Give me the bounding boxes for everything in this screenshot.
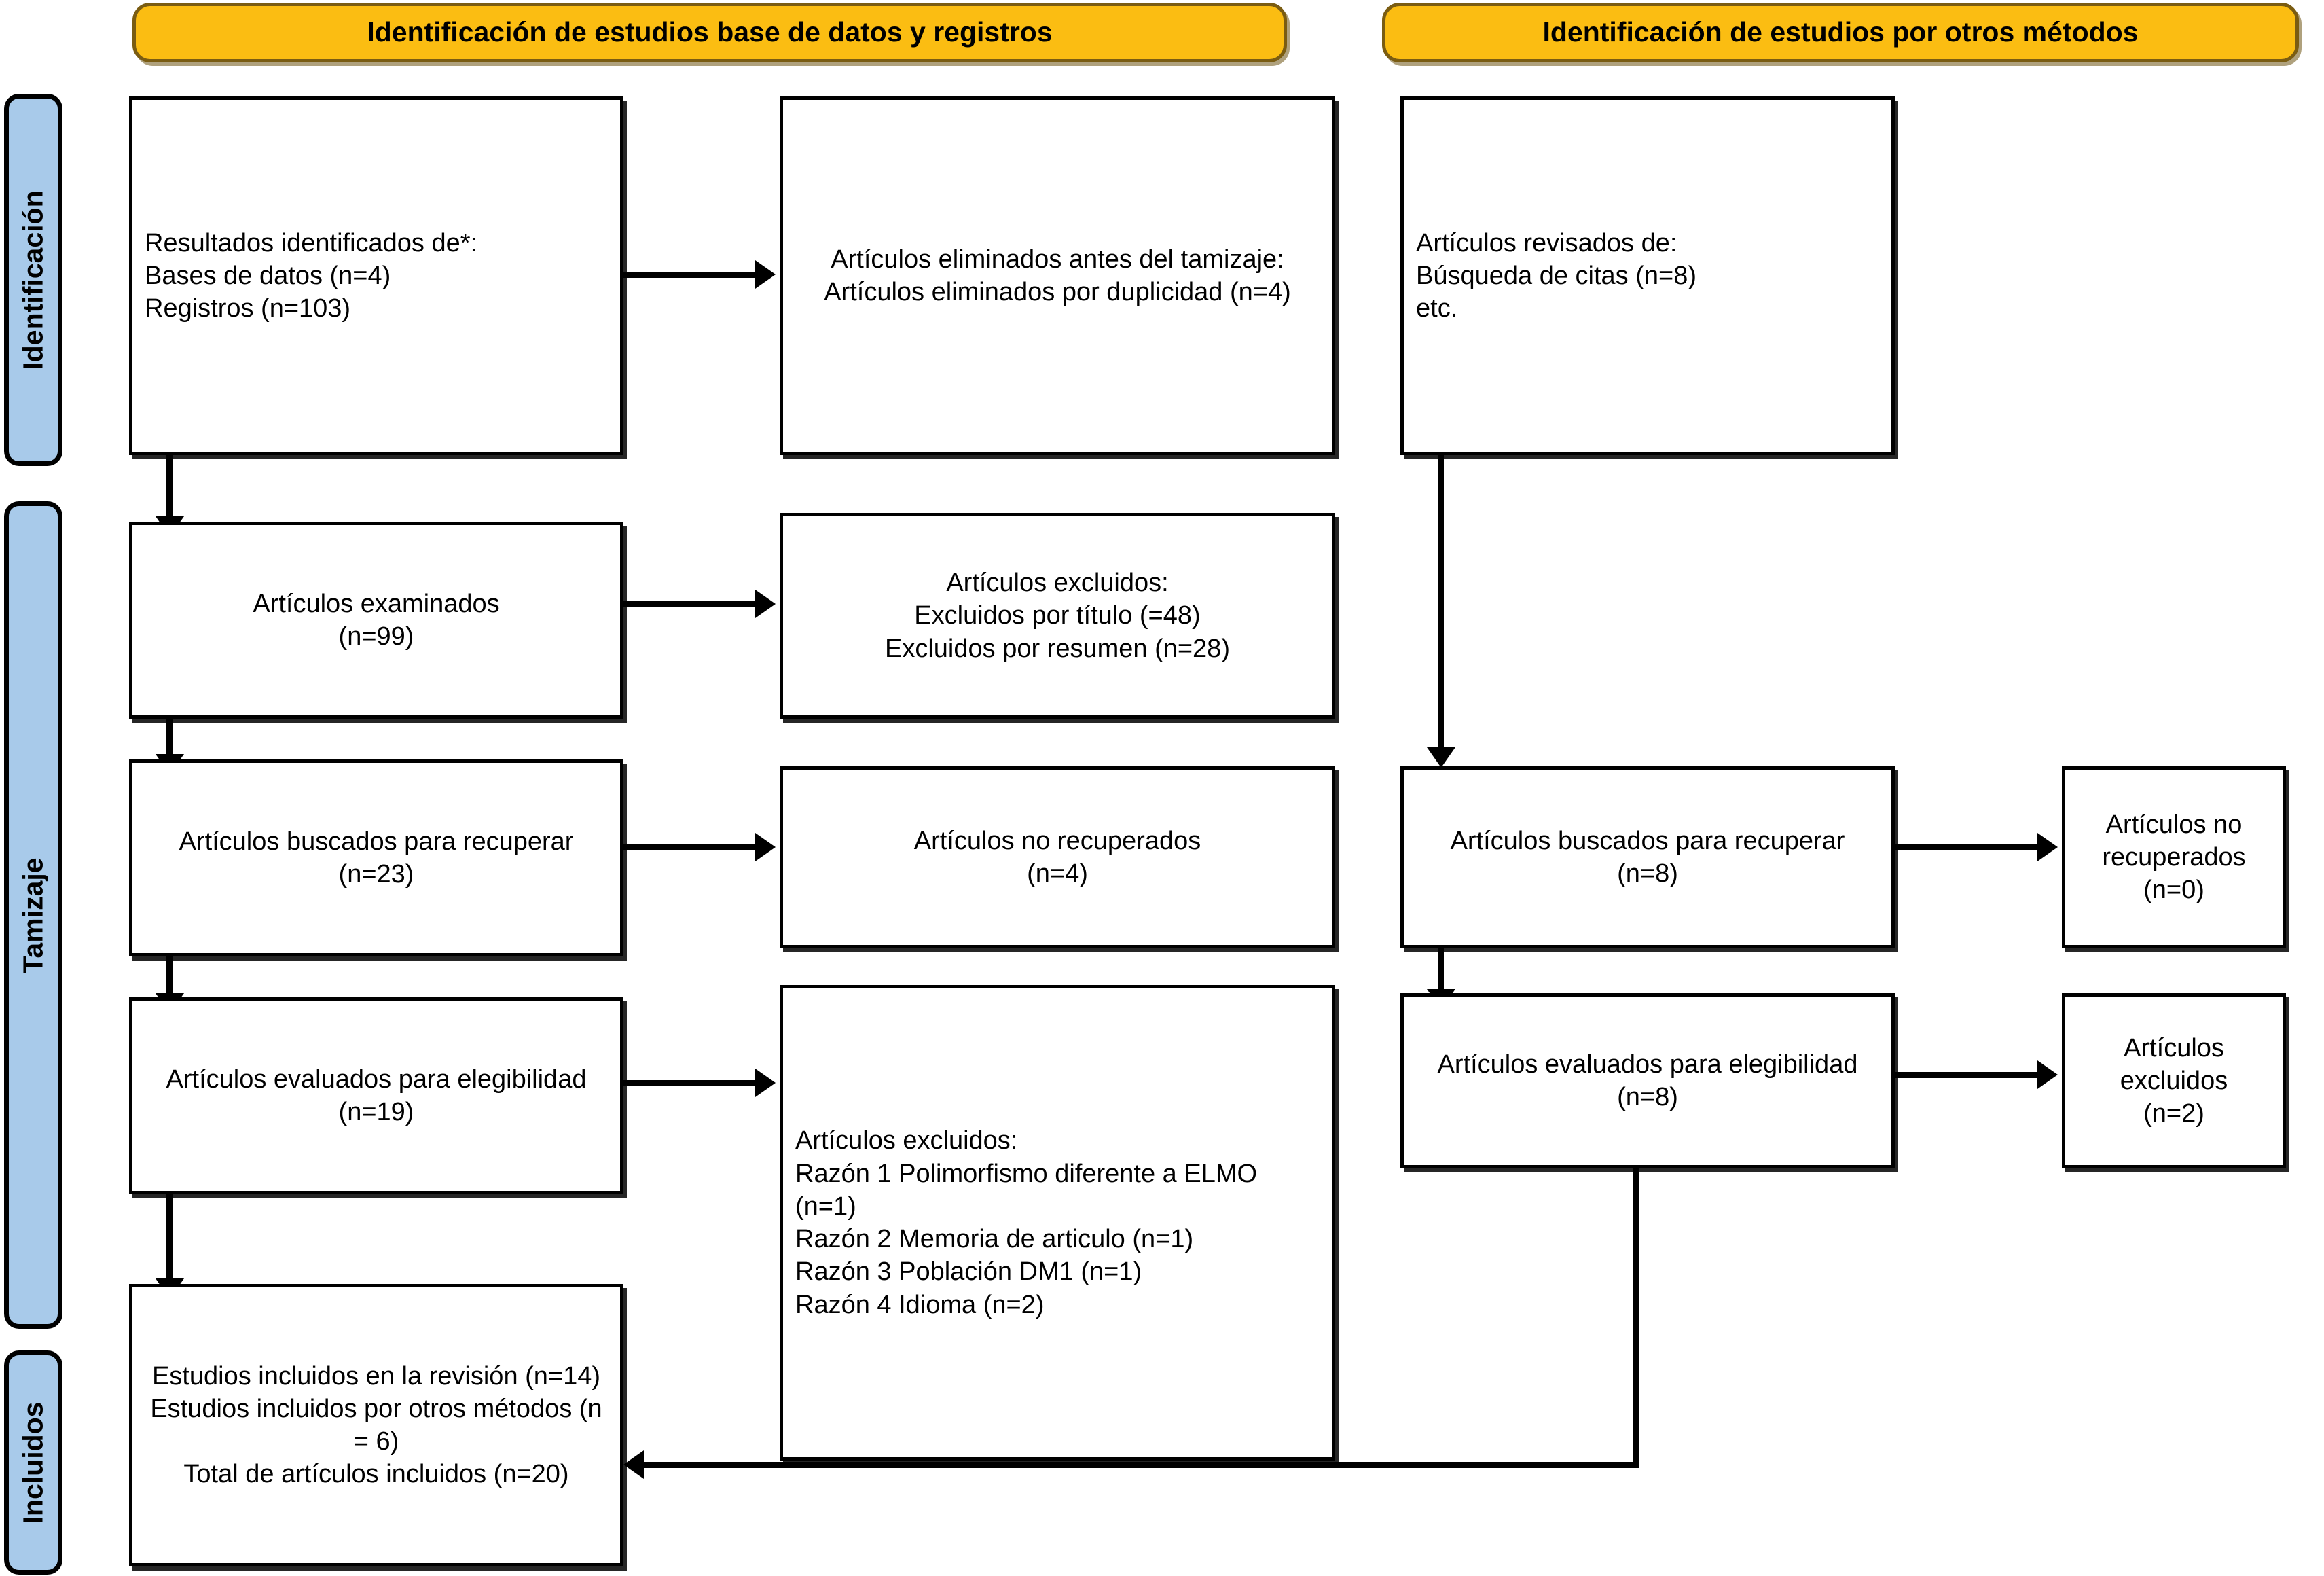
box-records-assessed-left-text: Artículos evaluados para elegibilidad (n…	[166, 1064, 587, 1126]
box-records-sought-right-text: Artículos buscados para recuperar (n=8)	[1450, 826, 1845, 888]
box-records-excluded-screening: Artículos excluidos: Excluidos por títul…	[780, 513, 1335, 719]
box-records-screened: Artículos examinados (n=99)	[129, 522, 623, 719]
arrowhead-other-to-sought-right	[1427, 747, 1455, 768]
box-records-assessed-right-text: Artículos evaluados para elegibilidad (n…	[1437, 1050, 1858, 1111]
connector-other-to-sought-right	[1438, 455, 1444, 754]
box-records-sought-left-text: Artículos buscados para recuperar (n=23)	[179, 827, 574, 889]
connector-assessed-to-excluded-reasons	[623, 1080, 769, 1086]
banner-other-methods: Identificación de estudios por otros mét…	[1382, 3, 2299, 62]
box-records-excluded-reasons: Artículos excluidos: Razón 1 Polimorfism…	[780, 985, 1335, 1461]
phase-bar-tamizaje-label: Tamizaje	[17, 857, 49, 973]
phase-bar-identificacion: Identificación	[4, 94, 62, 466]
box-records-other-methods: Artículos revisados de: Búsqueda de cita…	[1400, 96, 1895, 455]
connector-screened-to-sought	[166, 719, 173, 759]
box-records-not-retrieved-right-text: Artículos no recuperados (n=0)	[2102, 810, 2246, 905]
connector-other-methods-to-included	[644, 1462, 1639, 1468]
arrowhead-screened-to-excluded	[755, 590, 776, 618]
connector-sought-to-not-retrieved-left	[623, 844, 759, 850]
connector-assessed-to-included	[166, 1194, 173, 1284]
connector-assessed-to-excluded-right	[1895, 1072, 2041, 1078]
phase-bar-tamizaje: Tamizaje	[4, 501, 62, 1329]
connector-sought-to-assessed-left	[166, 956, 173, 999]
box-records-identified-text: Resultados identificados de*: Bases de d…	[145, 228, 478, 323]
box-studies-included-text: Estudios incluidos en la revisión (n=14)…	[150, 1361, 602, 1489]
box-records-excluded-screening-text: Artículos excluidos: Excluidos por títul…	[885, 569, 1230, 663]
banner-databases-registers: Identificación de estudios base de datos…	[132, 3, 1287, 62]
box-records-not-retrieved-right: Artículos no recuperados (n=0)	[2062, 766, 2286, 948]
phase-bar-incluidos-label: Incluidos	[17, 1401, 49, 1524]
box-records-identified: Resultados identificados de*: Bases de d…	[129, 96, 623, 455]
box-removed-before-screening: Artículos eliminados antes del tamizaje:…	[780, 96, 1335, 455]
arrowhead-assessed-to-excluded-reasons	[755, 1069, 776, 1097]
connector-sought-to-not-retrieved-right	[1895, 844, 2041, 850]
box-records-other-methods-text: Artículos revisados de: Búsqueda de cita…	[1416, 228, 1696, 323]
connector-sought-to-assessed-right	[1438, 948, 1444, 995]
box-records-screened-text: Artículos examinados (n=99)	[253, 589, 500, 651]
connector-identified-to-screened	[166, 455, 173, 522]
box-records-sought-right: Artículos buscados para recuperar (n=8)	[1400, 766, 1895, 948]
arrowhead-sought-to-not-retrieved-left	[755, 833, 776, 861]
box-records-assessed-left: Artículos evaluados para elegibilidad (n…	[129, 997, 623, 1194]
arrowhead-sought-to-not-retrieved-right	[2037, 833, 2058, 861]
box-records-excluded-right: Artículos excluidos (n=2)	[2062, 993, 2286, 1168]
banner-databases-registers-label: Identificación de estudios base de datos…	[367, 16, 1053, 48]
box-records-excluded-right-text: Artículos excluidos (n=2)	[2120, 1033, 2228, 1128]
phase-bar-incluidos: Incluidos	[4, 1350, 62, 1575]
connector-screened-to-excluded	[623, 601, 759, 607]
box-records-sought-left: Artículos buscados para recuperar (n=23)	[129, 759, 623, 956]
box-studies-included: Estudios incluidos en la revisión (n=14)…	[129, 1284, 623, 1566]
box-records-assessed-right: Artículos evaluados para elegibilidad (n…	[1400, 993, 1895, 1168]
arrowhead-assessed-to-excluded-right	[2037, 1060, 2058, 1089]
box-removed-before-screening-text: Artículos eliminados antes del tamizaje:…	[824, 245, 1291, 306]
phase-bar-identificacion-label: Identificación	[17, 190, 49, 370]
banner-other-methods-label: Identificación de estudios por otros mét…	[1542, 16, 2139, 48]
arrowhead-other-methods-to-included	[623, 1450, 644, 1479]
arrowhead-identified-to-removed	[755, 260, 776, 289]
box-records-not-retrieved-left: Artículos no recuperados (n=4)	[780, 766, 1335, 948]
box-records-excluded-reasons-text: Artículos excluidos: Razón 1 Polimorfism…	[795, 1126, 1258, 1319]
box-records-not-retrieved-left-text: Artículos no recuperados (n=4)	[913, 826, 1201, 888]
connector-assessed-right-drop	[1633, 1168, 1639, 1467]
connector-identified-to-removed	[623, 272, 759, 278]
